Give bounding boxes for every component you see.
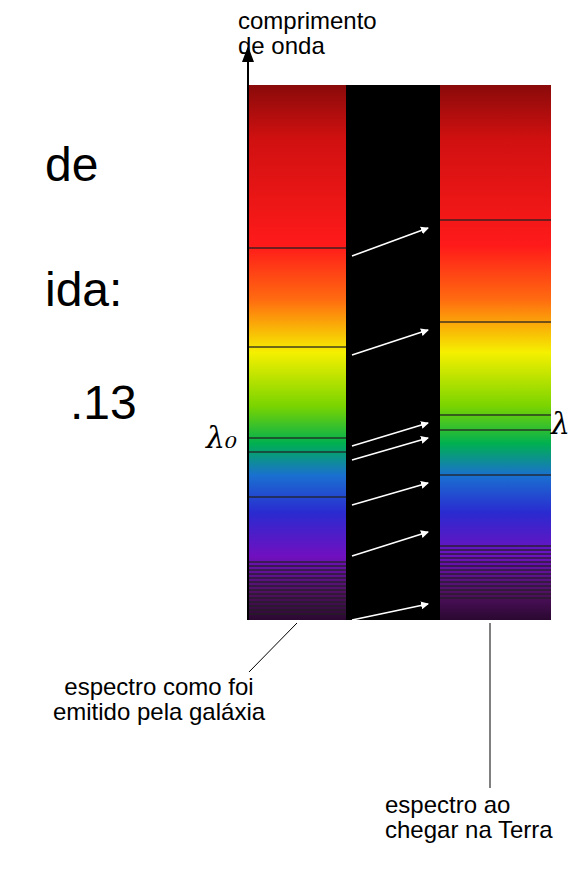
wavelength-axis <box>247 48 249 620</box>
wavelength-symbol: λ <box>551 408 569 440</box>
absorption-lines <box>248 220 551 614</box>
absorption-line <box>248 605 346 606</box>
absorption-line <box>248 613 346 614</box>
shift-arrow <box>352 228 428 256</box>
absorption-line <box>440 557 551 558</box>
shift-arrow <box>352 532 428 556</box>
absorption-line <box>440 474 551 475</box>
absorption-line <box>440 429 551 430</box>
absorption-line <box>440 219 551 220</box>
absorption-line <box>440 414 551 415</box>
shift-arrow <box>352 483 428 505</box>
received-spectrum <box>440 85 551 620</box>
absorption-line <box>440 569 551 570</box>
absorption-line <box>440 321 551 322</box>
shift-arrow <box>352 330 428 355</box>
absorption-line <box>248 609 346 610</box>
absorption-line <box>440 545 551 546</box>
leader-line <box>249 623 297 672</box>
wavelength-symbol: λ₀ <box>206 422 246 454</box>
absorption-line <box>440 549 551 550</box>
absorption-line <box>248 561 346 562</box>
absorption-line <box>248 601 346 602</box>
absorption-line <box>248 581 346 582</box>
slide-text-fragment: ida: <box>45 265 165 315</box>
absorption-line <box>440 561 551 562</box>
black-gap <box>346 85 440 620</box>
absorption-line <box>248 565 346 566</box>
absorption-line <box>440 573 551 574</box>
caption-label: espectro como foi emitido pela galáxia <box>28 674 290 724</box>
absorption-line <box>440 565 551 566</box>
absorption-line <box>248 496 346 497</box>
absorption-line <box>248 589 346 590</box>
absorption-line <box>248 569 346 570</box>
emitted-spectrum <box>248 85 346 620</box>
absorption-line <box>248 573 346 574</box>
caption-label: espectro ao chegar na Terra <box>385 792 565 842</box>
absorption-line <box>248 577 346 578</box>
shift-arrows <box>352 228 428 620</box>
absorption-line <box>440 597 551 598</box>
absorption-line <box>440 581 551 582</box>
absorption-line <box>440 553 551 554</box>
shift-arrow <box>352 423 428 446</box>
absorption-line <box>440 593 551 594</box>
shift-arrow <box>352 438 428 460</box>
absorption-line <box>440 585 551 586</box>
absorption-line <box>248 346 346 347</box>
absorption-line <box>248 585 346 586</box>
absorption-line <box>440 577 551 578</box>
shift-arrow <box>352 604 428 620</box>
leader-line <box>490 623 491 788</box>
absorption-line <box>440 589 551 590</box>
absorption-line <box>248 247 346 248</box>
axis-label: comprimento de onda <box>238 8 388 58</box>
absorption-line <box>248 437 346 438</box>
slide-text-fragment: de <box>45 140 165 190</box>
absorption-line <box>248 593 346 594</box>
absorption-line <box>248 451 346 452</box>
absorption-line <box>248 597 346 598</box>
slide-text-fragment: .13 <box>70 378 190 428</box>
